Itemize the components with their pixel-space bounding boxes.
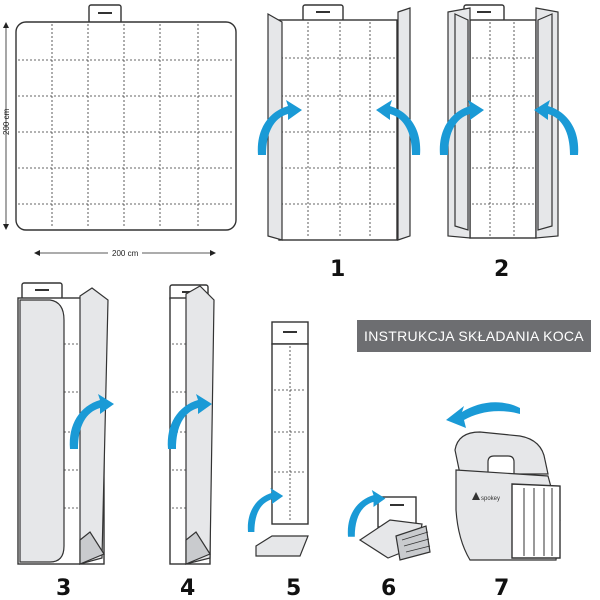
spokey-logo: spokey [472, 492, 500, 502]
step-1-illustration [257, 4, 421, 241]
step-4-illustration [167, 284, 215, 565]
bag-handle [454, 431, 549, 475]
step-5-illustration [247, 321, 309, 557]
step-3-illustration [17, 282, 114, 565]
unfolded-blanket [15, 4, 237, 231]
step-7-number: 7 [494, 576, 509, 600]
step-6-illustration [347, 490, 431, 561]
step-7-arrow [446, 402, 520, 428]
svg-text:spokey: spokey [481, 496, 500, 502]
step-1-number: 1 [330, 257, 345, 282]
step-6-number: 6 [381, 576, 396, 600]
width-label: 200 cm [112, 249, 139, 258]
step-7-illustration: spokey [446, 402, 561, 561]
step-4-number: 4 [180, 576, 195, 600]
height-dimension: 200 cm [2, 22, 11, 230]
instruction-title: INSTRUKCJA SKŁADANIA KOCA [364, 328, 584, 344]
height-label: 200 cm [2, 108, 11, 135]
step-3-number: 3 [56, 576, 71, 600]
step-2-number: 2 [494, 257, 509, 282]
blanket-outline [15, 21, 237, 231]
step-5-number: 5 [286, 576, 301, 600]
instruction-title-banner: INSTRUKCJA SKŁADANIA KOCA [357, 320, 591, 352]
step-2-illustration [439, 4, 579, 239]
width-dimension: 200 cm [34, 246, 216, 258]
